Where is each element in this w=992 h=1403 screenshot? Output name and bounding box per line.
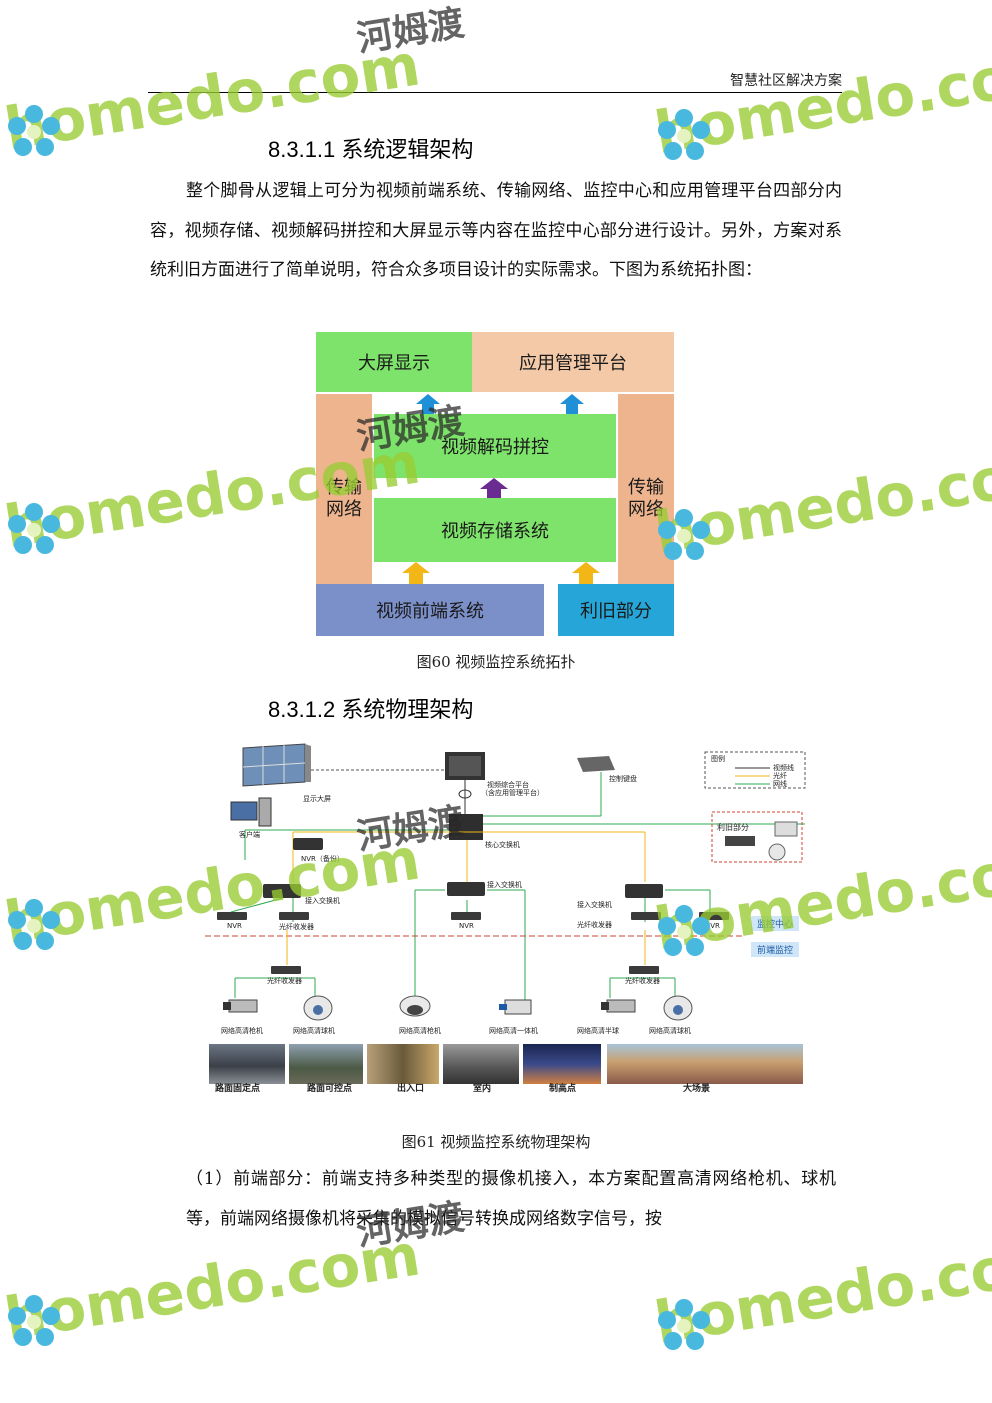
camera-label: 网络高清枪机 bbox=[221, 1027, 263, 1035]
logic-diagram: 大屏显示 应用管理平台 传输网络 传输网络 视频解码拼控 视频存储系统 视频前端… bbox=[316, 332, 674, 636]
legacy-block: 利旧部分 bbox=[558, 584, 674, 636]
nvr-label: NVR bbox=[705, 922, 720, 930]
fiber-transceiver-label: 光纤收发器 bbox=[267, 977, 302, 985]
flower-logo-icon bbox=[658, 109, 710, 160]
fiber-transceiver-label: 光纤收发器 bbox=[625, 977, 660, 985]
legend-item: 视频线 bbox=[773, 764, 794, 772]
fiber-transceiver-device bbox=[631, 912, 661, 920]
scene-label: 室内 bbox=[473, 1084, 492, 1094]
flower-logo-icon bbox=[658, 905, 710, 956]
arrow-up-icon bbox=[572, 562, 600, 584]
caption-logic: 图60 视频监控系统拓扑 bbox=[416, 653, 576, 671]
access-switch-label: 接入交换机 bbox=[305, 897, 340, 905]
platform-sub-label: （含应用管理平台） bbox=[481, 789, 544, 797]
display-wall-label: 显示大屏 bbox=[303, 795, 331, 803]
platform-label: 视频综合平台 bbox=[487, 781, 529, 789]
storage-block: 视频存储系统 bbox=[374, 498, 616, 562]
dome-camera-icon bbox=[303, 995, 333, 1021]
flower-logo-icon bbox=[658, 1299, 710, 1350]
access-switch-device bbox=[447, 882, 485, 896]
section-paragraph-frontend: （1）前端部分：前端支持多种类型的摄像机接入，本方案配置高清网络枪机、球机等，前… bbox=[186, 1169, 836, 1229]
scene-photo bbox=[523, 1044, 601, 1084]
bullet-camera-icon bbox=[601, 999, 636, 1013]
camera-label: 网络高清球机 bbox=[293, 1027, 335, 1035]
physical-links bbox=[205, 743, 806, 1002]
keyboard-icon bbox=[577, 756, 615, 772]
camera-label: 网络高清球机 bbox=[649, 1027, 691, 1035]
display-wall-icon bbox=[242, 743, 311, 787]
camera-label: 网络高清半球 bbox=[577, 1027, 619, 1035]
arrow-up-icon bbox=[560, 394, 584, 414]
dome-camera-icon bbox=[663, 995, 693, 1021]
transmit-right-label: 传输网络 bbox=[628, 477, 664, 520]
scene-label: 路面可控点 bbox=[307, 1084, 353, 1094]
client-label: 客户端 bbox=[239, 831, 260, 839]
flower-logo-icon bbox=[8, 503, 60, 554]
integrated-camera-icon bbox=[499, 999, 532, 1015]
nvr-backup-label: NVR（备份） bbox=[301, 855, 344, 863]
scene-photo bbox=[443, 1044, 519, 1084]
access-switch-label: 接入交换机 bbox=[577, 901, 612, 909]
fiber-transceiver-device bbox=[279, 912, 309, 920]
nvr-label: NVR bbox=[459, 922, 474, 930]
scene-photo bbox=[367, 1044, 439, 1084]
header-rule bbox=[148, 92, 842, 93]
dome-camera-icon bbox=[399, 995, 431, 1017]
platform-server-icon bbox=[445, 752, 485, 780]
legend-title: 图例 bbox=[711, 755, 725, 763]
monitor-center-tag: 监控中心 bbox=[751, 916, 800, 931]
flower-logo-icon bbox=[8, 105, 60, 156]
camera-label: 网络高清枪机 bbox=[399, 1027, 441, 1035]
app-platform-block: 应用管理平台 bbox=[472, 332, 674, 392]
scene-label: 路面固定点 bbox=[215, 1084, 261, 1094]
section-heading-physical: 8.3.1.2 系统物理架构 bbox=[268, 697, 474, 722]
section-paragraph-logic: 整个脚骨从逻辑上可分为视频前端系统、传输网络、监控中心和应用管理平台四部分内容，… bbox=[150, 181, 842, 280]
scene-label: 制高点 bbox=[549, 1084, 577, 1094]
flower-logo-icon bbox=[658, 509, 710, 560]
scene-label: 出入口 bbox=[397, 1084, 425, 1094]
flower-logo-icon bbox=[8, 899, 60, 950]
nvr-device bbox=[699, 912, 729, 920]
physical-diagram: 显示大屏 视频综合平台 （含应用管理平台） 控制键盘 图例 视频线 光纤 网线 … bbox=[205, 740, 820, 1100]
frontend-block: 视频前端系统 bbox=[316, 584, 544, 636]
transmit-left-label: 传输网络 bbox=[326, 477, 362, 520]
nvr-device bbox=[217, 912, 247, 920]
legacy-label: 利旧部分 bbox=[717, 823, 749, 832]
logic-arrows bbox=[402, 394, 600, 584]
arrow-up-icon bbox=[480, 478, 508, 498]
core-switch-label: 核心交换机 bbox=[485, 841, 520, 849]
access-switch-device bbox=[625, 884, 663, 898]
scene-photo bbox=[289, 1044, 363, 1084]
decode-block: 视频解码拼控 bbox=[374, 414, 616, 478]
flower-logo-icon bbox=[8, 1295, 60, 1346]
client-pc-icon bbox=[230, 797, 272, 827]
section-heading-logic: 8.3.1.1 系统逻辑架构 bbox=[268, 137, 474, 162]
legend-item: 网线 bbox=[773, 780, 787, 788]
fiber-transceiver-device bbox=[271, 966, 301, 974]
transmit-left-block: 传输网络 bbox=[316, 394, 372, 584]
access-switch-device bbox=[263, 884, 301, 898]
legend-item: 光纤 bbox=[773, 772, 787, 780]
caption-physical: 图61 视频监控系统物理架构 bbox=[401, 1133, 591, 1151]
nvr-device bbox=[451, 912, 481, 920]
fiber-transceiver-device bbox=[629, 966, 659, 974]
bullet-camera-icon bbox=[223, 999, 258, 1013]
header-title: 智慧社区解决方案 bbox=[730, 73, 842, 89]
scene-photo bbox=[209, 1044, 285, 1084]
scene-label: 大场景 bbox=[683, 1084, 711, 1094]
scene-photo bbox=[607, 1044, 803, 1084]
watermark-cn: 河姆渡 bbox=[354, 2, 468, 61]
nvr-backup-device bbox=[293, 838, 323, 850]
arrow-up-icon bbox=[416, 394, 440, 414]
frontend-monitor-tag: 前端监控 bbox=[751, 942, 800, 957]
fiber-transceiver-label: 光纤收发器 bbox=[577, 921, 612, 929]
nvr-label: NVR bbox=[227, 922, 242, 930]
arrow-up-icon bbox=[402, 562, 430, 584]
big-screen-block: 大屏显示 bbox=[316, 332, 472, 392]
access-switch-label: 接入交换机 bbox=[487, 881, 522, 889]
fiber-transceiver-label: 光纤收发器 bbox=[279, 923, 314, 931]
camera-label: 网络高清一体机 bbox=[489, 1027, 538, 1035]
keyboard-label: 控制键盘 bbox=[609, 775, 637, 783]
transmit-right-block: 传输网络 bbox=[618, 394, 674, 584]
